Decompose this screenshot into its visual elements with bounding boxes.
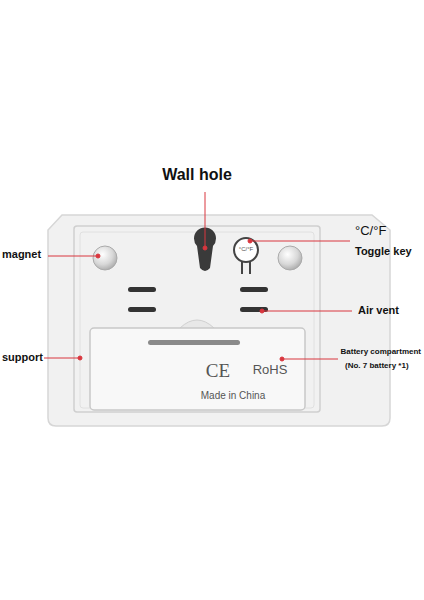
support-hinge — [180, 320, 214, 328]
callout-label: support — [2, 351, 43, 364]
callout-label: °C/°F — [355, 224, 386, 239]
air-vent-slot — [128, 307, 156, 312]
support-frame — [74, 226, 320, 412]
callout-label: Air vent — [358, 304, 399, 317]
air-vent-slot — [240, 307, 268, 312]
battery-cover — [90, 328, 305, 410]
toggle-key-stem — [242, 261, 250, 274]
callout-label: Toggle key — [355, 245, 412, 258]
leader-lines — [44, 192, 352, 361]
air-vent-slot — [128, 287, 156, 292]
callout-label: magnet — [2, 248, 41, 261]
key-marking: °C/°F — [239, 246, 253, 253]
device-body — [48, 215, 390, 426]
callout-label: Wall hole — [162, 166, 232, 184]
cover-slot — [148, 340, 240, 345]
magnet — [93, 246, 117, 270]
magnet — [278, 246, 302, 270]
cert-mark: RoHS — [253, 363, 288, 378]
callout-label: (No. 7 battery *1) — [345, 361, 409, 370]
air-vent-slot — [240, 287, 268, 292]
cert-mark: CE — [206, 360, 230, 382]
callout-label: Battery compartment — [341, 347, 421, 356]
origin-marking: Made in China — [201, 390, 265, 402]
toggle-key — [234, 238, 258, 262]
